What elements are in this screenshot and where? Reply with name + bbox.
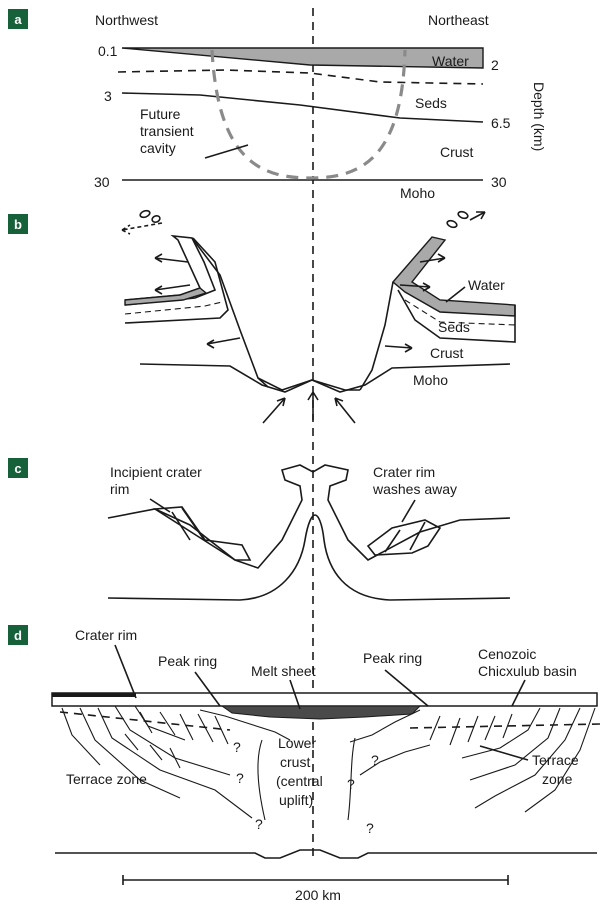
panel-d: d Crater rim Peak ring Melt sheet Peak r… <box>8 625 600 858</box>
peak-ring-right-label: Peak ring <box>363 650 422 666</box>
question-mark-5: ? <box>366 820 374 836</box>
right-depth-0: 2 <box>491 57 499 73</box>
depth-axis-label: Depth (km) <box>531 82 547 151</box>
washes-away-line2: washes away <box>372 481 457 497</box>
central-peak-column <box>240 515 390 600</box>
left-depth-1: 3 <box>104 88 112 104</box>
panel-b-moho <box>140 364 510 392</box>
cavity-label-line2: transient <box>140 123 194 139</box>
crater-rim-pointer <box>115 645 136 698</box>
svg-text:b: b <box>14 217 22 232</box>
panel-b: b <box>8 209 515 423</box>
seds-label: Seds <box>415 95 447 111</box>
northeast-label: Northeast <box>428 12 489 28</box>
panel-b-badge: b <box>8 214 28 234</box>
right-depth-2: 30 <box>491 174 507 190</box>
left-depth-0: 0.1 <box>98 43 118 59</box>
melt-sheet-label: Melt sheet <box>251 663 316 679</box>
seds-top-dashed <box>118 70 483 84</box>
crater-rim-label: Crater rim <box>75 627 137 643</box>
washes-away-pointer <box>402 500 415 522</box>
ejecta-right-2 <box>446 219 457 228</box>
lower-crust-line1: Lower <box>278 735 316 751</box>
ejecta-right-1 <box>457 210 468 219</box>
b-water-pointer <box>446 287 465 302</box>
transient-cavity-dashed <box>212 50 405 178</box>
crust-label: Crust <box>440 144 474 160</box>
washes-away-line1: Crater rim <box>373 464 435 480</box>
peak-ring-left-label: Peak ring <box>158 653 217 669</box>
lower-crust-line2: crust <box>280 754 310 770</box>
terrace-zone-right-line2: zone <box>542 771 573 787</box>
svg-text:a: a <box>14 12 22 27</box>
water-layer <box>122 48 483 68</box>
left-flap-water <box>125 288 206 305</box>
incipient-rim-line2: rim <box>110 481 129 497</box>
terrace-zone-right-line1: Terrace <box>532 752 579 768</box>
question-mark-6: ? <box>371 752 379 768</box>
ejecta-left-2 <box>151 215 161 223</box>
panel-a: a Northwest Northeast Water Seds Crust M… <box>8 9 547 201</box>
lower-crust-line4: uplift) <box>279 792 313 808</box>
panel-a-badge: a <box>8 9 28 29</box>
basin-left-black-band <box>52 693 136 697</box>
b-seds-label: Seds <box>438 319 470 335</box>
incipient-rim-line1: Incipient crater <box>110 464 202 480</box>
water-label: Water <box>432 53 469 69</box>
b-moho-label: Moho <box>413 372 448 388</box>
basin-label-line2: Chicxulub basin <box>478 663 577 679</box>
lower-crust-line3: (central <box>276 773 323 789</box>
left-terrace-faults <box>62 706 290 818</box>
panel-d-badge: d <box>8 625 28 645</box>
basin-label-line1: Cenozoic <box>478 646 536 662</box>
right-depth-1: 6.5 <box>491 115 511 131</box>
cavity-label-line3: cavity <box>140 140 176 156</box>
right-crater-wall <box>360 282 393 390</box>
northwest-label: Northwest <box>95 12 158 28</box>
cavity-label-line1: Future <box>140 106 181 122</box>
scale-bar-label: 200 km <box>295 887 341 903</box>
question-mark-1: ? <box>233 739 241 755</box>
svg-text:c: c <box>14 461 21 476</box>
melt-sheet <box>222 706 420 719</box>
panel-c-badge: c <box>8 458 28 478</box>
svg-text:d: d <box>14 628 22 643</box>
panel-c: c Incipient crater rim Crater rim washes… <box>8 458 510 600</box>
b-water-label: Water <box>468 277 505 293</box>
scale-bar: 200 km <box>123 875 508 903</box>
central-uplift-left <box>258 740 265 820</box>
moho-label: Moho <box>400 185 435 201</box>
left-flap-crust <box>125 238 228 323</box>
terrace-right-pointer <box>480 746 528 760</box>
panel-d-moho <box>55 850 597 858</box>
b-crust-label: Crust <box>430 345 464 361</box>
right-rim-blocks <box>368 520 440 555</box>
panel-c-moho <box>108 598 510 600</box>
question-mark-2: ? <box>236 770 244 786</box>
ejecta-left-1 <box>139 209 150 218</box>
question-mark-3: ? <box>255 816 263 832</box>
question-mark-4: ? <box>347 776 355 792</box>
terrace-zone-left-label: Terrace zone <box>66 771 147 787</box>
left-depth-2: 30 <box>94 174 110 190</box>
